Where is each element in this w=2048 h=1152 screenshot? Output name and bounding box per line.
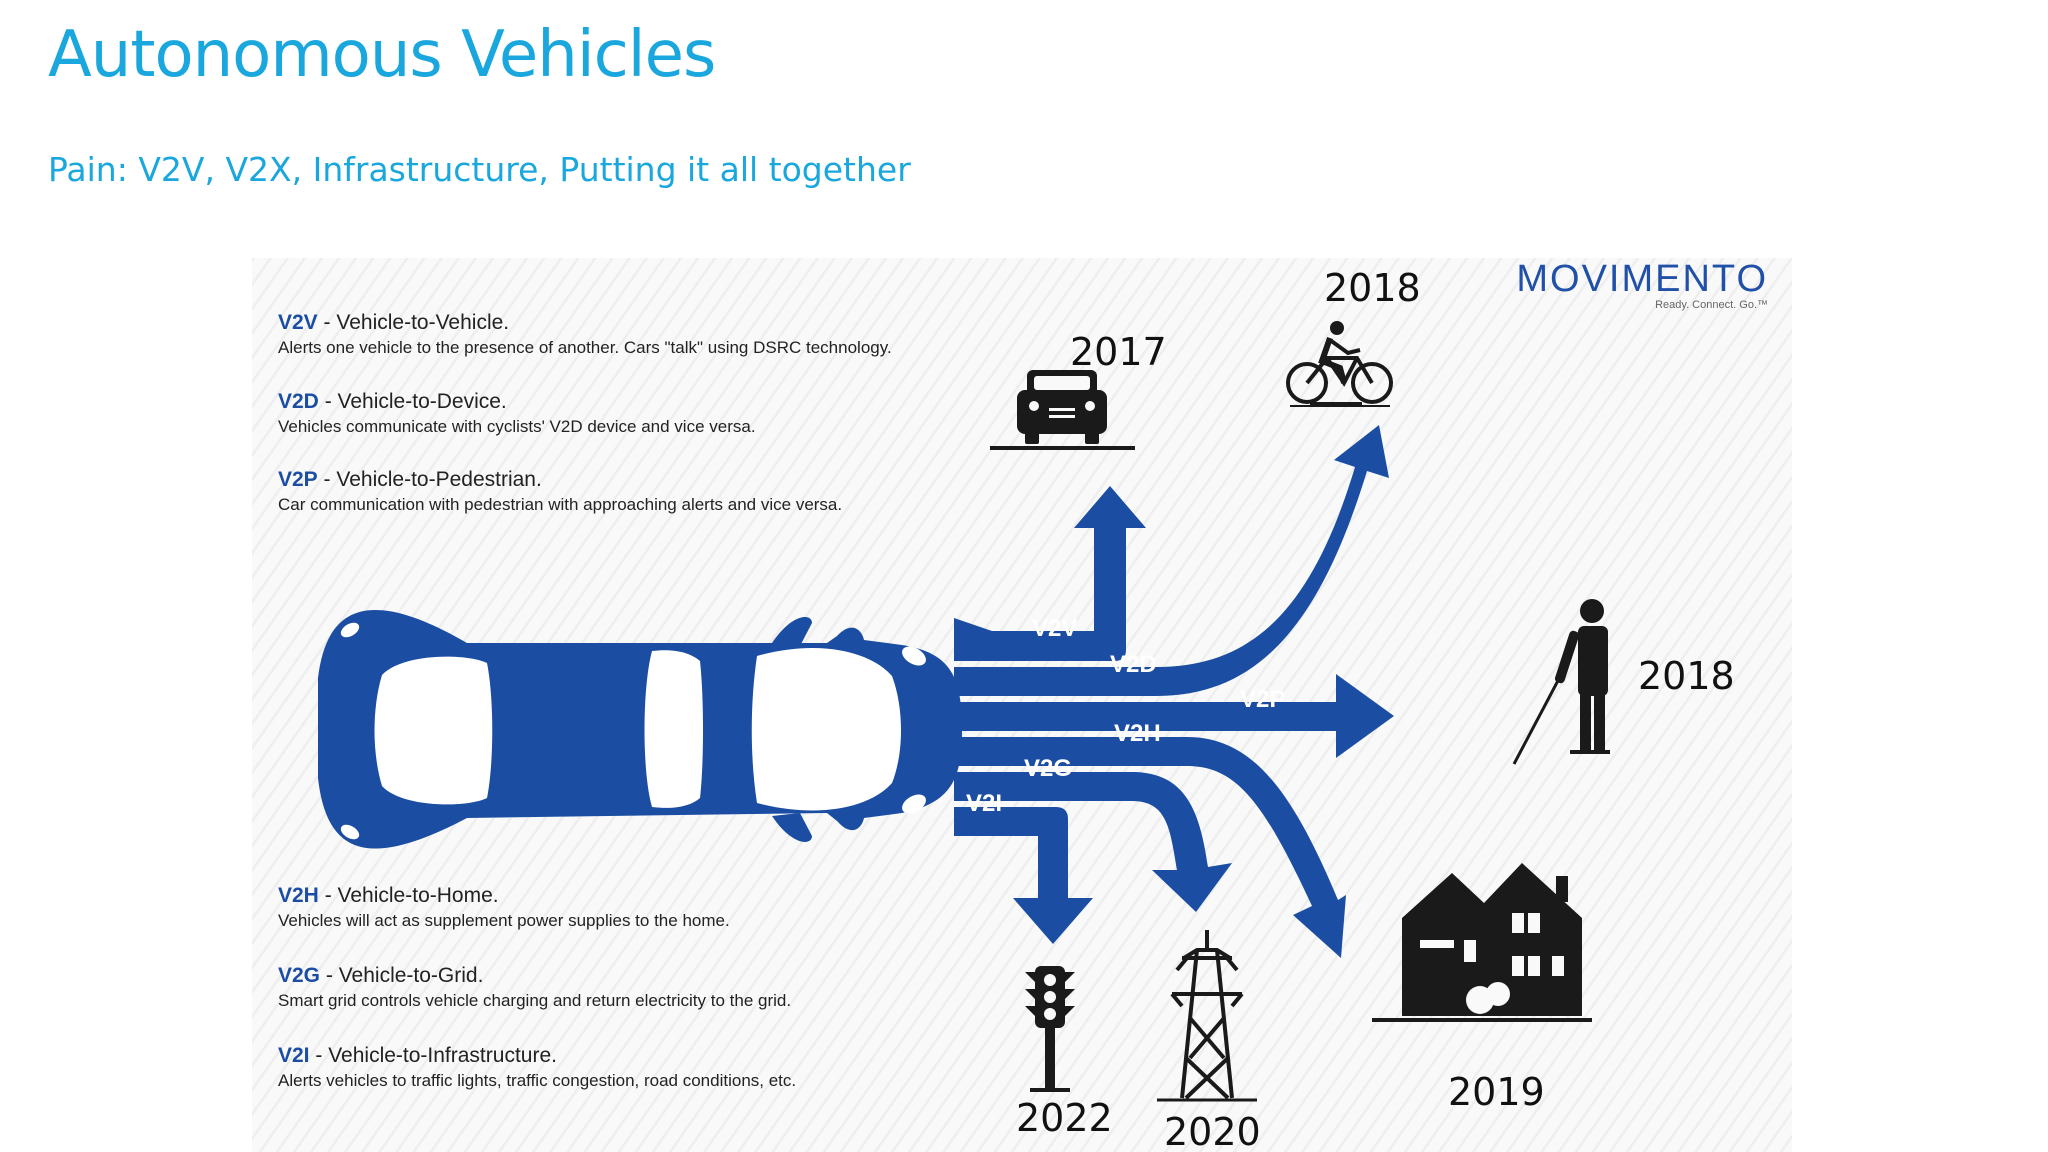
- car-rear-window: [374, 656, 493, 805]
- description-abbr: V2I: [278, 1044, 310, 1067]
- v2v-arrow: [954, 486, 1146, 661]
- link-label-v2h: V2H: [1114, 720, 1161, 747]
- description-v2v: V2V - Vehicle-to-Vehicle. Alerts one veh…: [278, 311, 1078, 358]
- link-label-v2d: V2D: [1110, 651, 1157, 678]
- car-side-mirror-top: [772, 617, 812, 646]
- description-v2d: V2D - Vehicle-to-Device. Vehicles commun…: [278, 390, 1078, 437]
- description-text: Vehicles will act as supplement power su…: [278, 911, 730, 930]
- connected-car-illustration: [318, 609, 962, 849]
- v2x-infographic: MOVIMENTO Ready. Connect. Go.™ V2V - Veh…: [252, 258, 1792, 1152]
- car-roof-window: [644, 650, 703, 808]
- brand-logo: MOVIMENTO Ready. Connect. Go.™: [1492, 258, 1768, 311]
- car-windshield: [751, 648, 901, 811]
- brand-name: MOVIMENTO: [1516, 258, 1768, 300]
- car-taillight-top: [340, 622, 360, 638]
- year-power-tower: 2020: [1164, 1110, 1261, 1152]
- year-traffic-light: 2022: [1016, 1096, 1113, 1140]
- brand-tagline: Ready. Connect. Go.™: [1655, 299, 1768, 311]
- slide-title: Autonomous Vehicles: [48, 18, 716, 92]
- link-label-v2v: V2V: [1032, 615, 1078, 642]
- description-name: - Vehicle-to-Home.: [318, 884, 499, 907]
- link-label-v2i: V2I: [966, 790, 1003, 817]
- car-icon: [990, 370, 1135, 450]
- communication-arrows: [954, 425, 1394, 958]
- infographic-artwork: [252, 258, 1792, 1152]
- v2h-arrow: [954, 737, 1346, 958]
- description-text: Alerts vehicles to traffic lights, traff…: [278, 1071, 797, 1090]
- description-abbr: V2H: [278, 884, 319, 907]
- description-name: - Vehicle-to-Infrastructure.: [309, 1044, 557, 1067]
- description-v2h: V2H - Vehicle-to-Home. Vehicles will act…: [278, 884, 1078, 931]
- link-label-v2p: V2P: [1240, 686, 1286, 713]
- description-name: - Vehicle-to-Grid.: [320, 964, 484, 987]
- cyclist-icon: [1286, 321, 1393, 407]
- slide-subtitle: Pain: V2V, V2X, Infrastructure, Putting …: [48, 150, 911, 189]
- description-abbr: V2P: [278, 468, 318, 491]
- v2g-arrow: [954, 772, 1232, 912]
- car-headlight-bottom: [902, 794, 926, 814]
- year-pedestrian: 2018: [1638, 654, 1735, 698]
- traffic-light-icon: [1025, 966, 1075, 1092]
- description-v2p: V2P - Vehicle-to-Pedestrian. Car communi…: [278, 468, 1078, 515]
- link-label-v2g: V2G: [1024, 755, 1073, 782]
- description-text: Smart grid controls vehicle charging and…: [278, 991, 792, 1010]
- description-name: - Vehicle-to-Device.: [318, 390, 507, 413]
- description-name: - Vehicle-to-Pedestrian.: [317, 468, 542, 491]
- description-text: Car communication with pedestrian with a…: [278, 495, 843, 514]
- v2p-arrow: [954, 674, 1394, 758]
- v2d-arrow: [954, 425, 1389, 696]
- description-abbr: V2G: [278, 964, 321, 987]
- year-house: 2019: [1448, 1070, 1545, 1114]
- description-abbr: V2D: [278, 390, 319, 413]
- car-side-mirror-bottom: [772, 813, 812, 842]
- description-text: Alerts one vehicle to the presence of an…: [278, 338, 892, 357]
- power-tower-icon: [1157, 930, 1257, 1102]
- pedestrian-icon: [1512, 599, 1610, 765]
- description-v2i: V2I - Vehicle-to-Infrastructure. Alerts …: [278, 1044, 1078, 1091]
- year-car: 2017: [1070, 330, 1167, 374]
- description-abbr: V2V: [278, 311, 318, 334]
- car-headlight-top: [902, 646, 926, 666]
- car-taillight-bottom: [340, 824, 360, 840]
- description-name: - Vehicle-to-Vehicle.: [317, 311, 510, 334]
- description-v2g: V2G - Vehicle-to-Grid. Smart grid contro…: [278, 964, 1078, 1011]
- v2i-arrow: [954, 807, 1093, 944]
- house-icon: [1372, 863, 1592, 1022]
- description-text: Vehicles communicate with cyclists' V2D …: [278, 417, 756, 436]
- year-cyclist: 2018: [1324, 266, 1421, 310]
